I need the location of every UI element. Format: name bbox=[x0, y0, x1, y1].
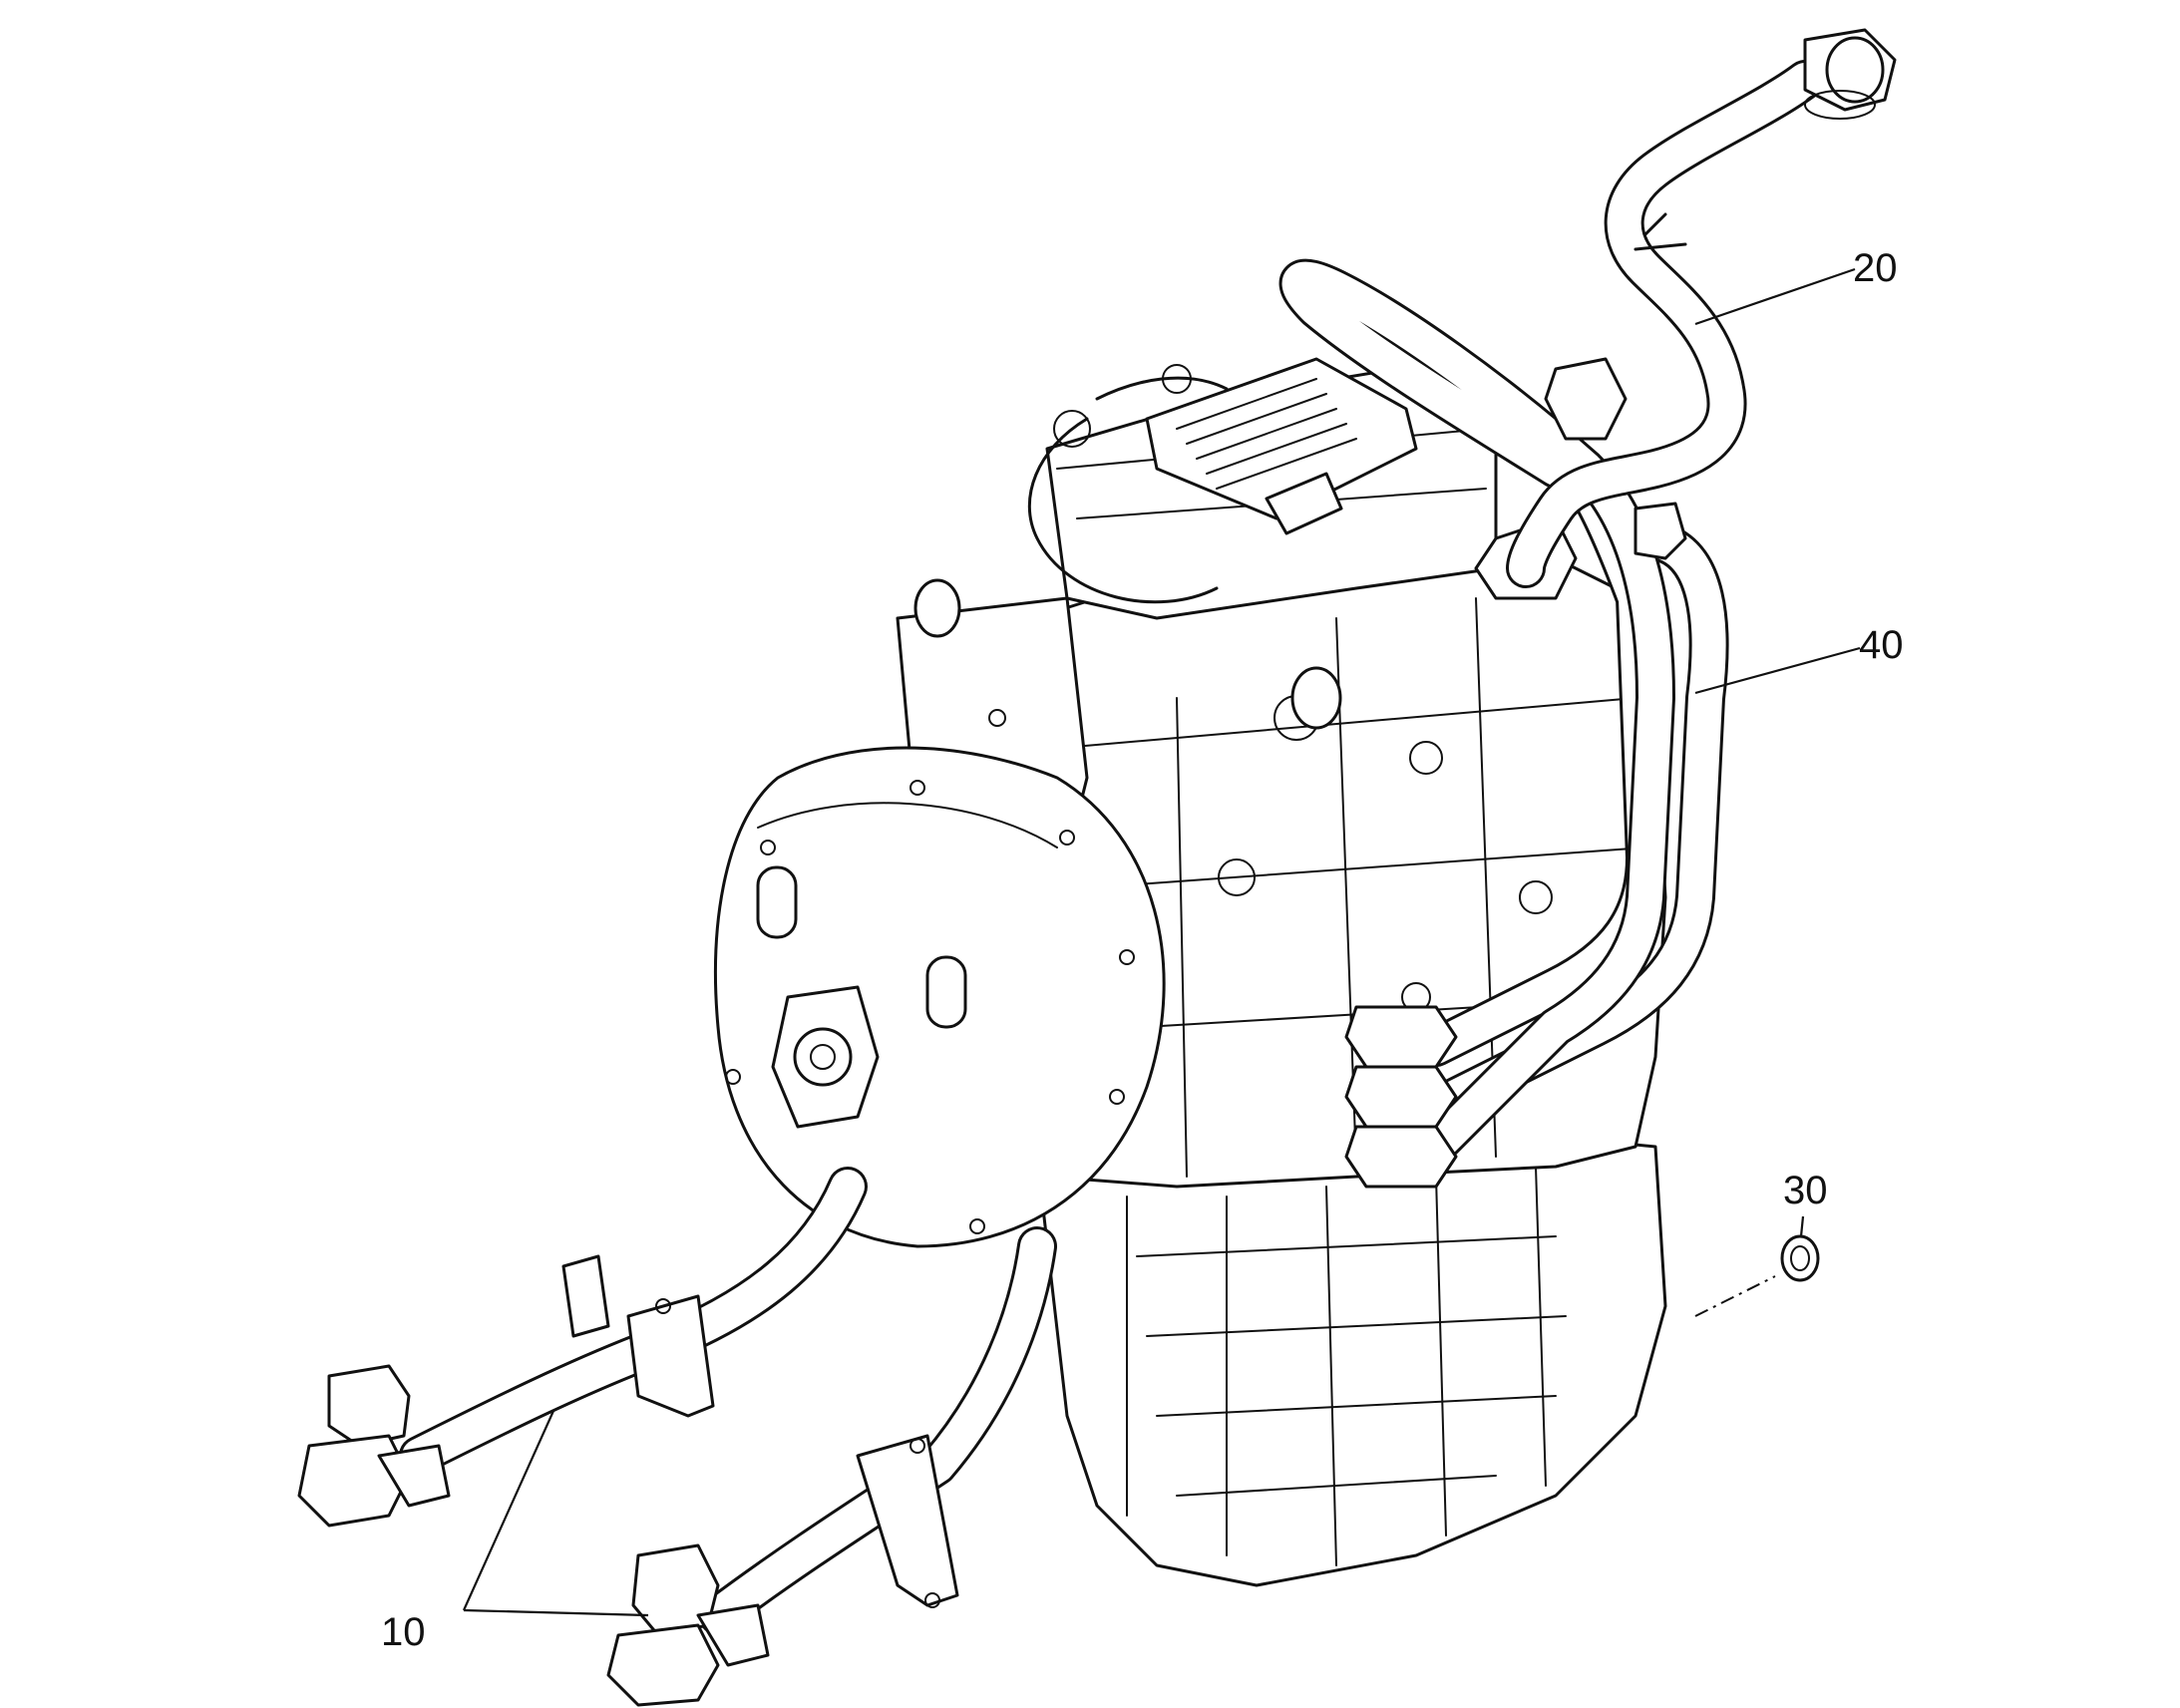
leader-20 bbox=[1694, 267, 1856, 326]
leader-10-a bbox=[462, 1410, 555, 1611]
callout-40: 40 bbox=[1859, 623, 1904, 667]
leader-10-b bbox=[463, 1608, 649, 1617]
hose-assembly-40 bbox=[1278, 258, 1729, 1189]
part-30-plug bbox=[1694, 1234, 1820, 1317]
bell-housing bbox=[714, 746, 1166, 1248]
callout-10: 10 bbox=[381, 1610, 426, 1654]
callout-30: 30 bbox=[1783, 1169, 1828, 1212]
callouts: 20 40 30 10 bbox=[381, 246, 1904, 1654]
leader-40 bbox=[1694, 646, 1861, 695]
transmission-housing bbox=[896, 357, 1667, 1587]
leader-30 bbox=[1799, 1215, 1805, 1237]
callout-20: 20 bbox=[1853, 246, 1898, 290]
hose-assembly-10 bbox=[297, 1167, 1057, 1707]
hose-assembly-20 bbox=[1506, 28, 1897, 588]
